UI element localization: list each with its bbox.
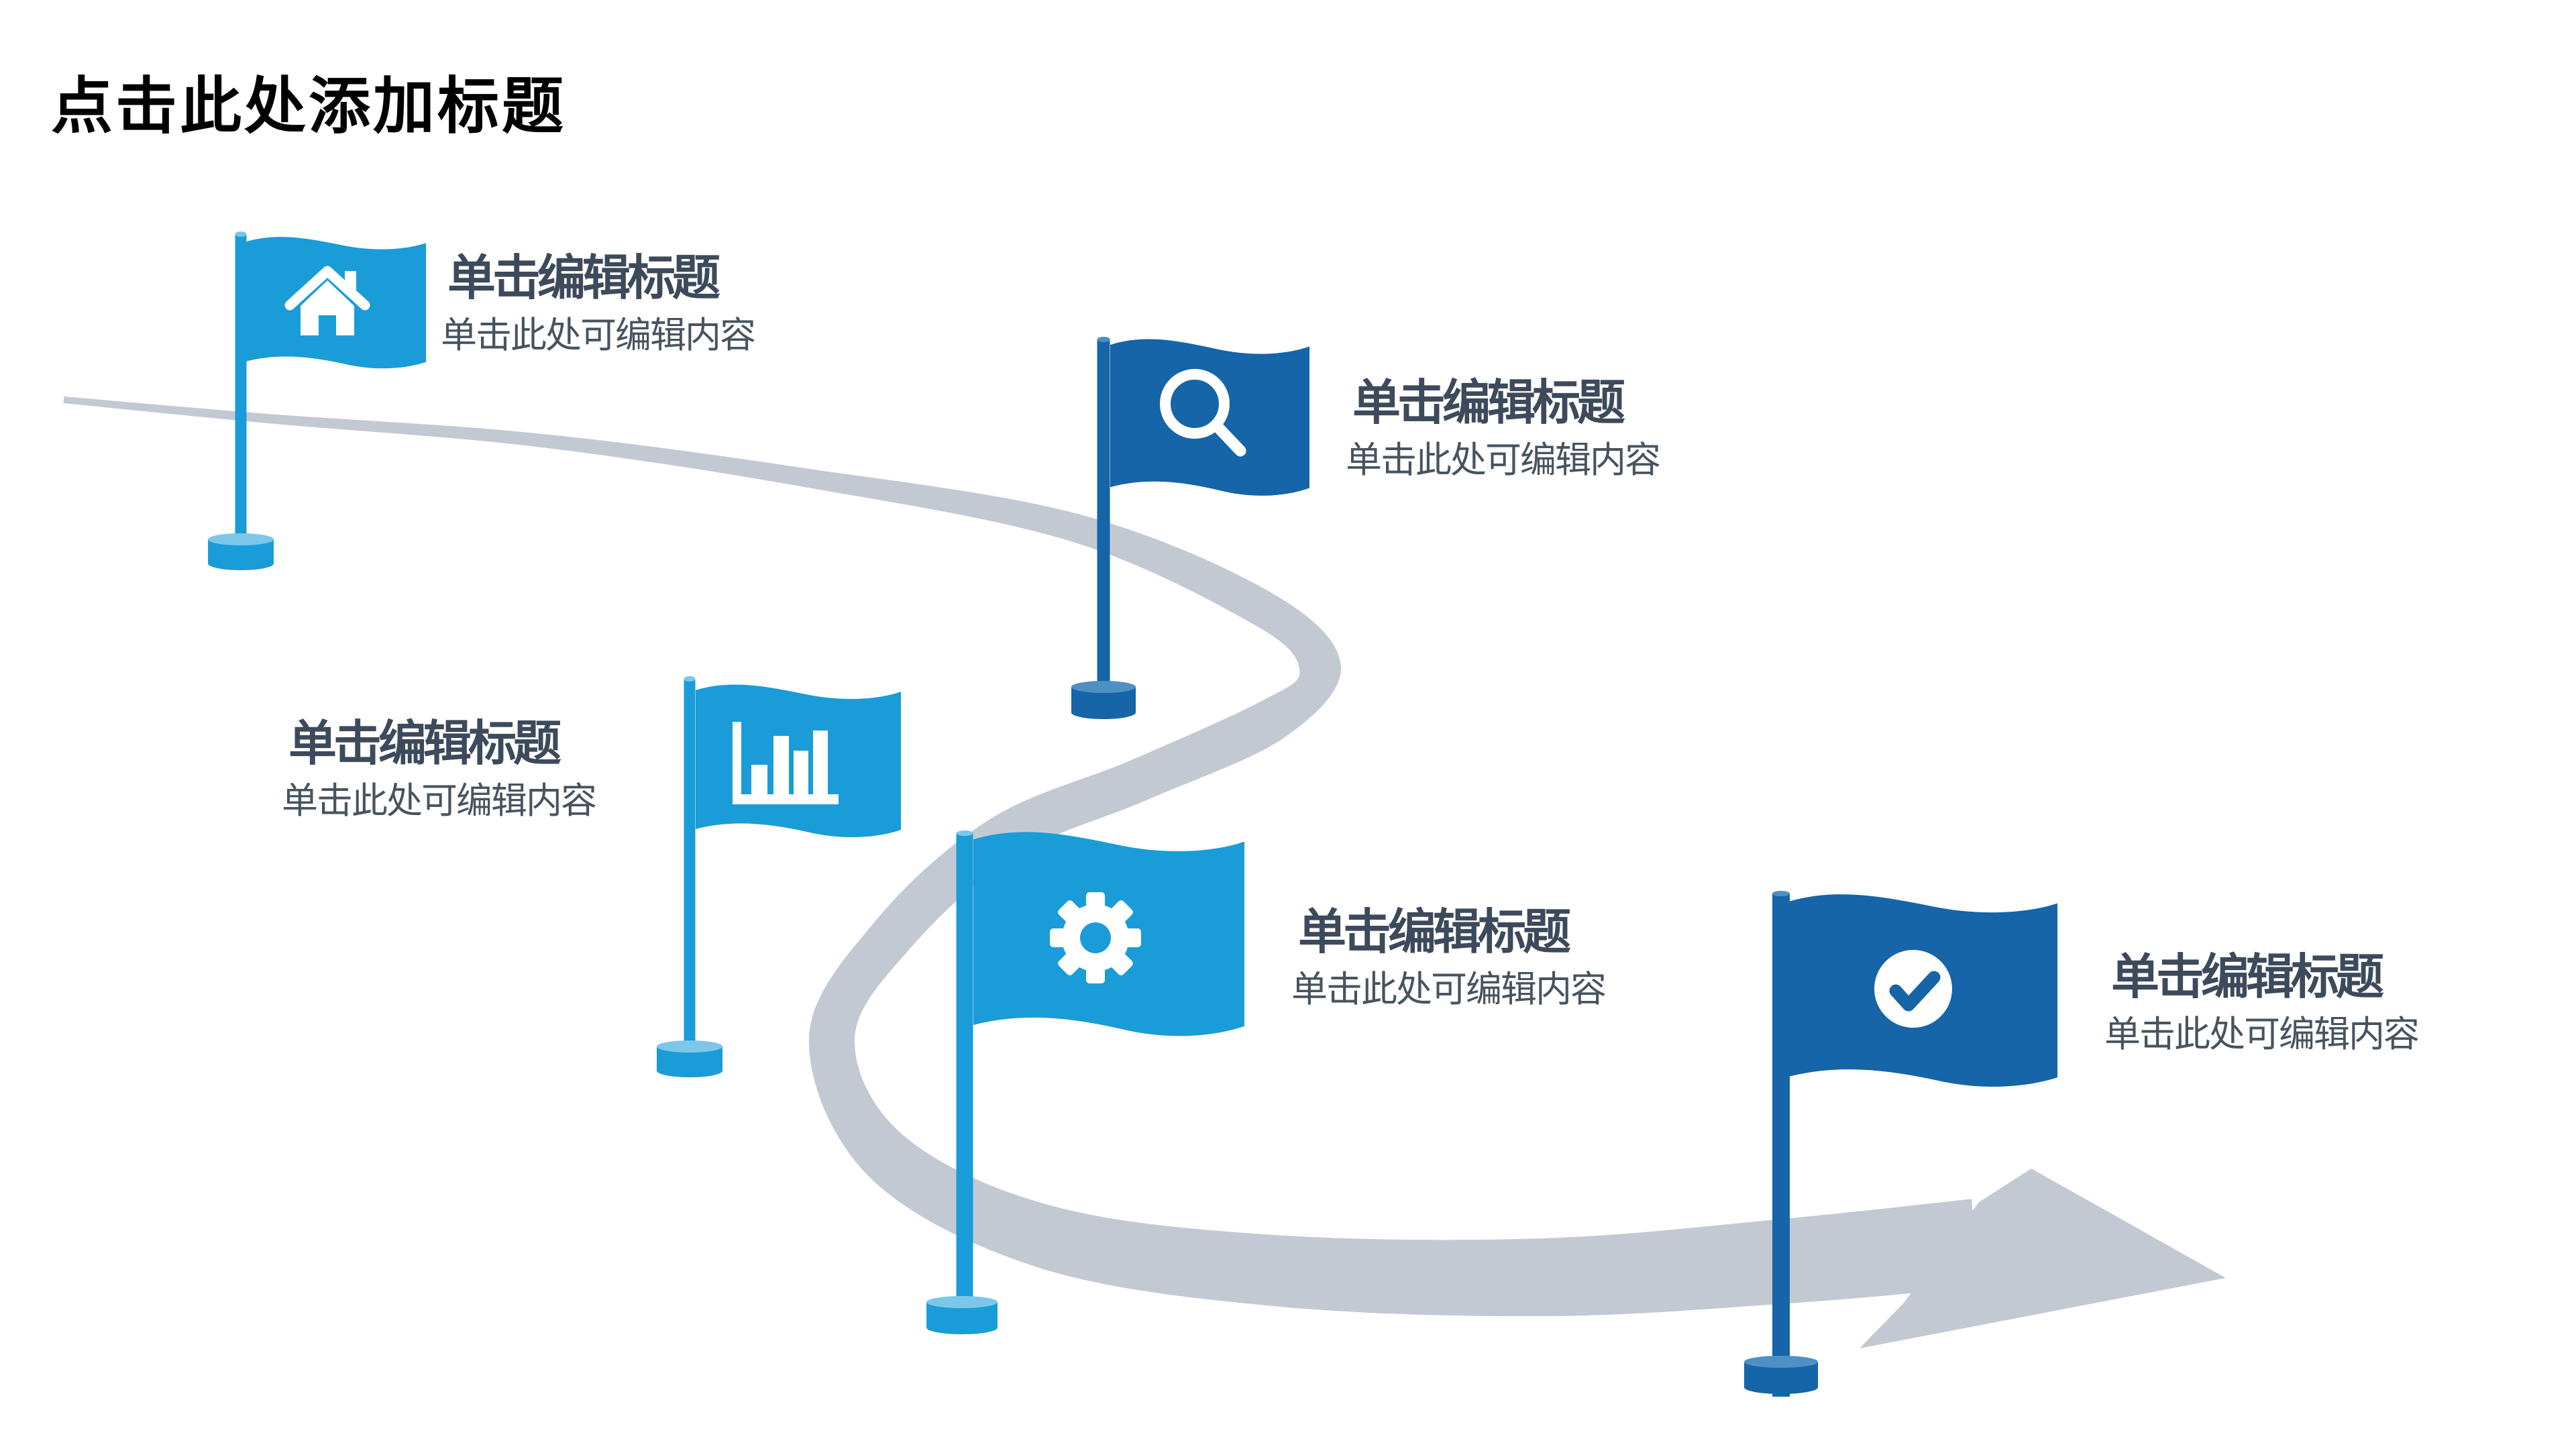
flag-base-bottom bbox=[1071, 706, 1136, 719]
flag-pole-cap bbox=[1097, 337, 1110, 342]
slide-title[interactable]: 点击此处添加标题 bbox=[51, 72, 567, 141]
flag-base-rim bbox=[657, 1040, 722, 1053]
step-1-body[interactable]: 单击此处可编辑内容 bbox=[441, 315, 756, 356]
step-4-body[interactable]: 单击此处可编辑内容 bbox=[1291, 969, 1607, 1010]
step-2-heading[interactable]: 单击编辑标题 bbox=[1352, 376, 1625, 430]
flag-pole bbox=[956, 833, 973, 1334]
step-3-text[interactable]: 单击编辑标题 单击此处可编辑内容 bbox=[282, 717, 597, 820]
home-icon bbox=[284, 266, 370, 335]
gear-icon bbox=[1050, 892, 1141, 983]
step-5-text[interactable]: 单击编辑标题 单击此处可编辑内容 bbox=[2104, 951, 2420, 1053]
flag-pole bbox=[1097, 339, 1110, 698]
flag-cloth bbox=[1110, 339, 1309, 496]
milestone-flag-5[interactable] bbox=[1744, 891, 2057, 1397]
step-4-text[interactable]: 单击编辑标题 单击此处可编辑内容 bbox=[1291, 906, 1607, 1008]
flag-pole-cap bbox=[1772, 891, 1790, 896]
milestone-flag-3[interactable] bbox=[657, 676, 901, 1077]
step-5-body[interactable]: 单击此处可编辑内容 bbox=[2104, 1014, 2420, 1055]
journey-path-arrowhead-icon bbox=[1860, 1169, 2226, 1348]
step-2-body[interactable]: 单击此处可编辑内容 bbox=[1346, 439, 1661, 480]
check-icon bbox=[1874, 950, 1952, 1028]
flag-pole bbox=[684, 679, 696, 1073]
search-icon bbox=[1160, 369, 1246, 457]
step-1-heading[interactable]: 单击编辑标题 bbox=[447, 252, 720, 305]
flag-base-rim bbox=[926, 1296, 998, 1308]
flag-pole bbox=[235, 234, 247, 567]
flag-pole-cap bbox=[684, 676, 696, 682]
flag-base-rim bbox=[1744, 1356, 1818, 1368]
step-5-heading[interactable]: 单击编辑标题 bbox=[2111, 951, 2384, 1004]
flag-base-bottom bbox=[926, 1321, 998, 1334]
flag-base-rim bbox=[208, 533, 274, 545]
step-4-heading[interactable]: 单击编辑标题 bbox=[1298, 906, 1571, 959]
step-2-text[interactable]: 单击编辑标题 单击此处可编辑内容 bbox=[1346, 376, 1661, 479]
milestone-flag-1[interactable] bbox=[208, 231, 426, 570]
step-1-text[interactable]: 单击编辑标题 单击此处可编辑内容 bbox=[441, 252, 756, 354]
flag-base-rim bbox=[1071, 681, 1136, 693]
step-3-body[interactable]: 单击此处可编辑内容 bbox=[282, 780, 597, 821]
flag-base-bottom bbox=[208, 557, 274, 570]
milestone-flag-2[interactable] bbox=[1071, 337, 1309, 719]
flag-pole-cap bbox=[956, 830, 973, 836]
flag-pole bbox=[1772, 894, 1790, 1397]
flag-pole-cap bbox=[235, 231, 247, 237]
milestone-flag-4[interactable] bbox=[926, 830, 1244, 1334]
step-3-heading[interactable]: 单击编辑标题 bbox=[288, 717, 561, 771]
flag-base-bottom bbox=[657, 1064, 722, 1077]
flag-base-bottom bbox=[1744, 1381, 1818, 1394]
bar-chart-icon bbox=[733, 722, 839, 804]
